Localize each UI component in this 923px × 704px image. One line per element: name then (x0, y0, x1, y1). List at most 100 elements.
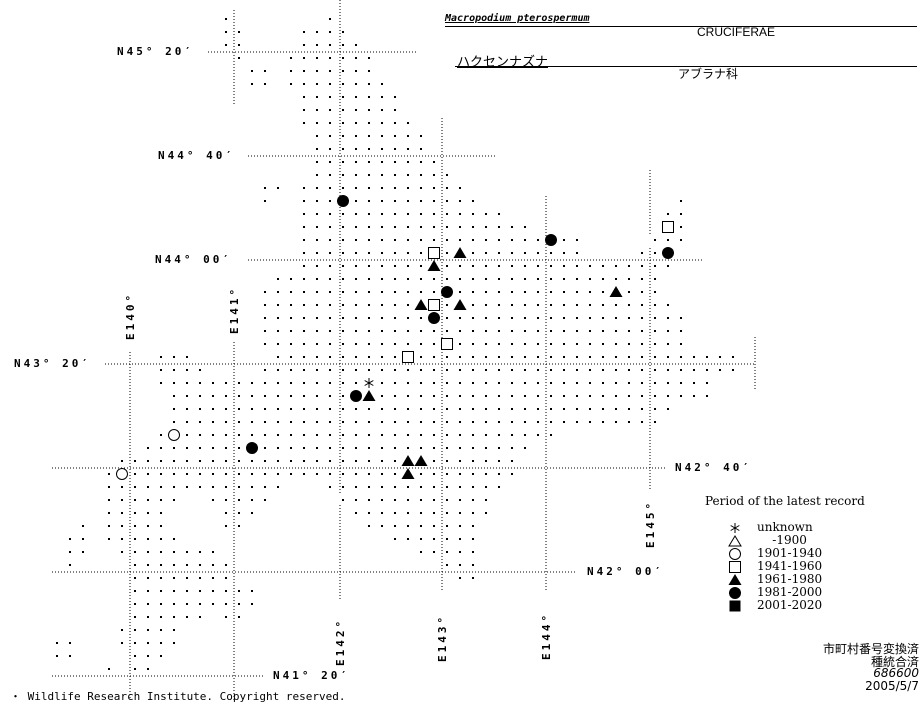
grid-dot (316, 109, 318, 111)
grid-dot (225, 460, 227, 462)
grid-dot (212, 473, 214, 475)
grid-dot (368, 83, 370, 85)
grid-dot (199, 603, 201, 605)
grid-dot (615, 317, 617, 319)
grid-dot (251, 603, 253, 605)
grid-dot (303, 252, 305, 254)
record-marker-p2000 (441, 286, 453, 298)
grid-dot (342, 304, 344, 306)
grid-dot (693, 356, 695, 358)
grid-dot (160, 356, 162, 358)
grid-dot (589, 356, 591, 358)
grid-dot (472, 369, 474, 371)
grid-dot (420, 317, 422, 319)
grid-dot (641, 421, 643, 423)
grid-dot (316, 187, 318, 189)
grid-dot (589, 382, 591, 384)
grid-dot (264, 291, 266, 293)
grid-dot (134, 642, 136, 644)
grid-dot (290, 395, 292, 397)
grid-dot (121, 486, 123, 488)
grid-dot (446, 174, 448, 176)
grid-dot (550, 330, 552, 332)
record-markers (116, 195, 674, 480)
grid-dot (602, 343, 604, 345)
grid-dot (160, 551, 162, 553)
grid-dot (277, 382, 279, 384)
grid-dot (654, 291, 656, 293)
grid-dot (433, 460, 435, 462)
grid-dot (472, 317, 474, 319)
grid-dot (238, 512, 240, 514)
grid-dot (394, 538, 396, 540)
record-marker-p1960 (402, 351, 414, 363)
grid-dot (134, 473, 136, 475)
grid-dot (628, 356, 630, 358)
grid-dot (381, 200, 383, 202)
grid-dot (303, 408, 305, 410)
grid-dot (446, 421, 448, 423)
grid-dot (680, 200, 682, 202)
grid-dot (316, 278, 318, 280)
grid-dot (303, 44, 305, 46)
grid-dot (147, 473, 149, 475)
grid-dot (576, 395, 578, 397)
grid-dot (316, 447, 318, 449)
grid-dot (381, 239, 383, 241)
grid-dot (407, 291, 409, 293)
grid-dot (342, 265, 344, 267)
grid-dot (485, 291, 487, 293)
grid-dot (186, 382, 188, 384)
grid-dot (251, 460, 253, 462)
grid-dot (368, 109, 370, 111)
grid-dot (394, 304, 396, 306)
grid-dot (654, 265, 656, 267)
grid-dot (160, 460, 162, 462)
grid-dot (563, 421, 565, 423)
grid-dot (433, 161, 435, 163)
grid-dot (719, 369, 721, 371)
record-marker-p2000 (246, 442, 258, 454)
grid-dot (550, 369, 552, 371)
grid-dot (212, 577, 214, 579)
grid-dot (368, 408, 370, 410)
grid-dot (290, 291, 292, 293)
grid-dot (342, 460, 344, 462)
grid-dot (108, 473, 110, 475)
grid-dot (225, 512, 227, 514)
lat-label-42-40: N42° 40′ (675, 461, 752, 474)
grid-dot (498, 252, 500, 254)
grid-dot (199, 369, 201, 371)
grid-dot (199, 408, 201, 410)
grid-dot (550, 356, 552, 358)
grid-dot (355, 226, 357, 228)
grid-dot (277, 460, 279, 462)
grid-dot (173, 564, 175, 566)
grid-dot (654, 278, 656, 280)
record-marker-p1940 (168, 429, 180, 441)
grid-dot (342, 486, 344, 488)
grid-dot (394, 512, 396, 514)
grid-dot (108, 499, 110, 501)
grid-dot (407, 447, 409, 449)
grid-dot (420, 473, 422, 475)
grid-dot (680, 213, 682, 215)
grid-dot (433, 434, 435, 436)
grid-dot (472, 356, 474, 358)
grid-dot (303, 200, 305, 202)
grid-dot (316, 473, 318, 475)
grid-dot (277, 291, 279, 293)
lat-label-41-20: N41° 20′ (273, 669, 350, 682)
grid-dot (498, 226, 500, 228)
grid-dot (342, 473, 344, 475)
grid-dot (225, 525, 227, 527)
grid-dot (199, 486, 201, 488)
grid-dot (446, 538, 448, 540)
grid-dot (186, 577, 188, 579)
grid-dot (134, 512, 136, 514)
grid-dot (355, 421, 357, 423)
grid-dot (485, 382, 487, 384)
grid-dot (498, 278, 500, 280)
grid-dot (485, 473, 487, 475)
grid-dot (316, 148, 318, 150)
